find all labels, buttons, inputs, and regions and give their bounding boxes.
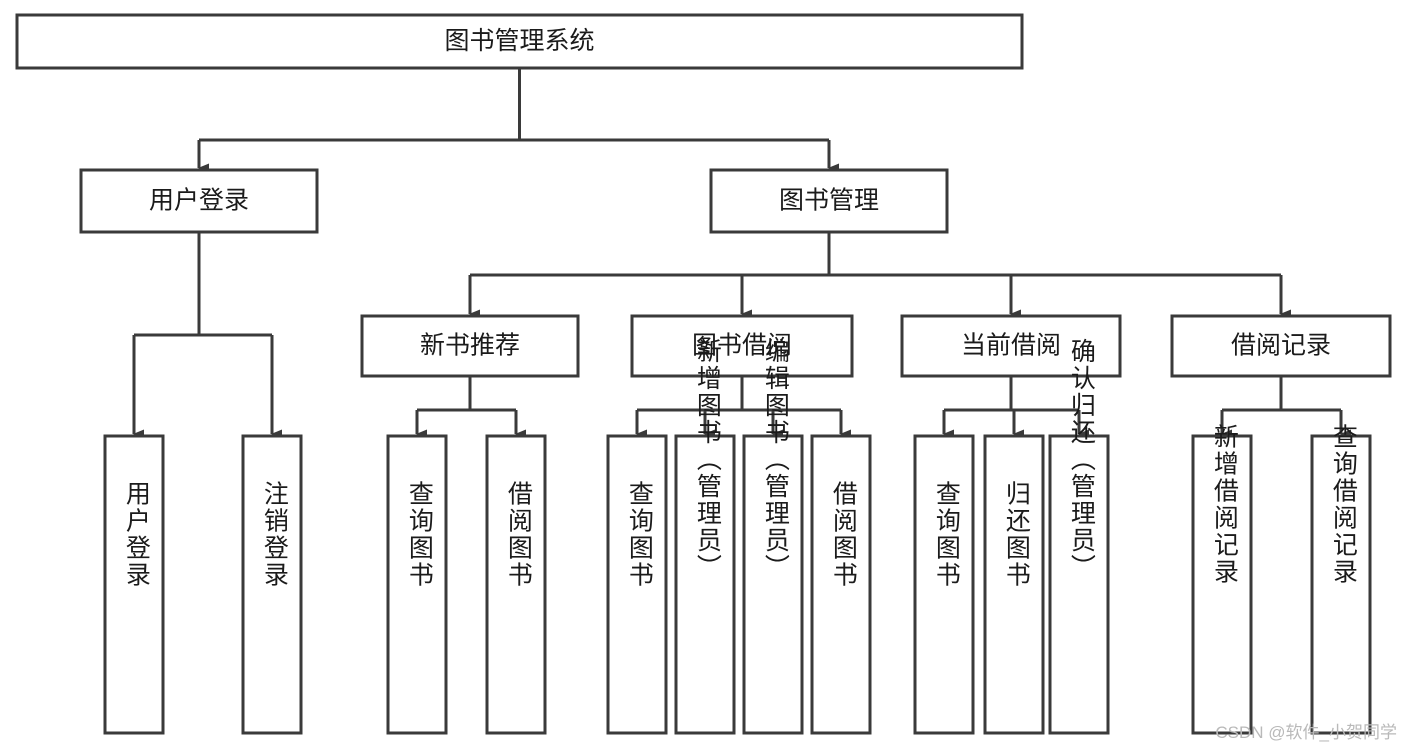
node-box bbox=[1170, 314, 1392, 378]
node-user-login[interactable]: 用户登录 bbox=[79, 168, 319, 234]
node-box bbox=[913, 434, 975, 735]
node-label: 确认归还（管理员） bbox=[1067, 338, 1096, 581]
node-box bbox=[103, 434, 165, 735]
node-label: 当前借阅 bbox=[961, 332, 1061, 360]
node-box bbox=[15, 13, 1024, 70]
node-box bbox=[742, 434, 804, 735]
node-label: 注销登录 bbox=[260, 481, 289, 589]
node-label: 查询图书 bbox=[625, 481, 654, 589]
node-leaf-query-book-3[interactable]: 查询图书 bbox=[913, 434, 975, 735]
node-leaf-query-book-2[interactable]: 查询图书 bbox=[606, 434, 668, 735]
node-leaf-query-borrow-record[interactable]: 查询借阅记录 bbox=[1310, 424, 1372, 735]
node-leaf-edit-book[interactable]: 编辑图书（管理员） bbox=[742, 338, 804, 735]
node-leaf-confirm-return[interactable]: 确认归还（管理员） bbox=[1048, 338, 1110, 735]
node-box bbox=[1310, 434, 1372, 735]
connector-layer bbox=[132, 68, 1351, 439]
node-book-manage[interactable]: 图书管理 bbox=[709, 168, 949, 234]
node-label: 查询图书 bbox=[932, 481, 961, 589]
node-box bbox=[810, 434, 872, 735]
node-new-book-recommend[interactable]: 新书推荐 bbox=[360, 314, 580, 378]
node-label: 新书推荐 bbox=[420, 332, 520, 360]
node-book-borrow[interactable]: 图书借阅 bbox=[630, 314, 854, 378]
node-box bbox=[485, 434, 547, 735]
node-label: 图书借阅 bbox=[692, 332, 792, 360]
node-label: 借阅图书 bbox=[829, 481, 858, 589]
node-box bbox=[983, 434, 1045, 735]
node-leaf-user-logout[interactable]: 注销登录 bbox=[241, 434, 303, 735]
node-label: 图书管理系统 bbox=[444, 27, 594, 55]
node-leaf-borrow-book-2[interactable]: 借阅图书 bbox=[810, 434, 872, 735]
node-label: 编辑图书（管理员） bbox=[761, 338, 790, 581]
node-current-borrow[interactable]: 当前借阅 bbox=[900, 314, 1122, 378]
node-label: 查询图书 bbox=[405, 481, 434, 589]
node-box bbox=[709, 168, 949, 234]
node-label: 用户登录 bbox=[122, 481, 151, 589]
node-box bbox=[900, 314, 1122, 378]
node-leaf-user-login[interactable]: 用户登录 bbox=[103, 434, 165, 735]
node-label: 用户登录 bbox=[149, 187, 249, 215]
node-leaf-query-book-1[interactable]: 查询图书 bbox=[386, 434, 448, 735]
node-label: 借阅图书 bbox=[504, 481, 533, 589]
node-root[interactable]: 图书管理系统 bbox=[15, 13, 1024, 70]
node-label: 查询借阅记录 bbox=[1329, 424, 1358, 586]
node-box bbox=[1191, 434, 1253, 735]
node-leaf-add-book[interactable]: 新增图书（管理员） bbox=[674, 338, 736, 735]
node-box bbox=[1048, 434, 1110, 735]
node-box bbox=[606, 434, 668, 735]
node-box bbox=[79, 168, 319, 234]
node-label: 借阅记录 bbox=[1231, 332, 1331, 360]
node-label: 新增借阅记录 bbox=[1210, 424, 1239, 586]
node-box bbox=[674, 434, 736, 735]
node-box bbox=[386, 434, 448, 735]
node-leaf-return-book[interactable]: 归还图书 bbox=[983, 434, 1045, 735]
node-leaf-borrow-book-1[interactable]: 借阅图书 bbox=[485, 434, 547, 735]
node-box bbox=[241, 434, 303, 735]
node-label: 新增图书（管理员） bbox=[693, 338, 722, 581]
node-label: 图书管理 bbox=[779, 187, 879, 215]
node-leaf-add-borrow-record[interactable]: 新增借阅记录 bbox=[1191, 424, 1253, 735]
node-borrow-record[interactable]: 借阅记录 bbox=[1170, 314, 1392, 378]
node-layer: 图书管理系统用户登录图书管理新书推荐图书借阅当前借阅借阅记录用户登录注销登录查询… bbox=[15, 13, 1392, 735]
node-label: 归还图书 bbox=[1002, 481, 1031, 589]
node-box bbox=[630, 314, 854, 378]
node-box bbox=[360, 314, 580, 378]
